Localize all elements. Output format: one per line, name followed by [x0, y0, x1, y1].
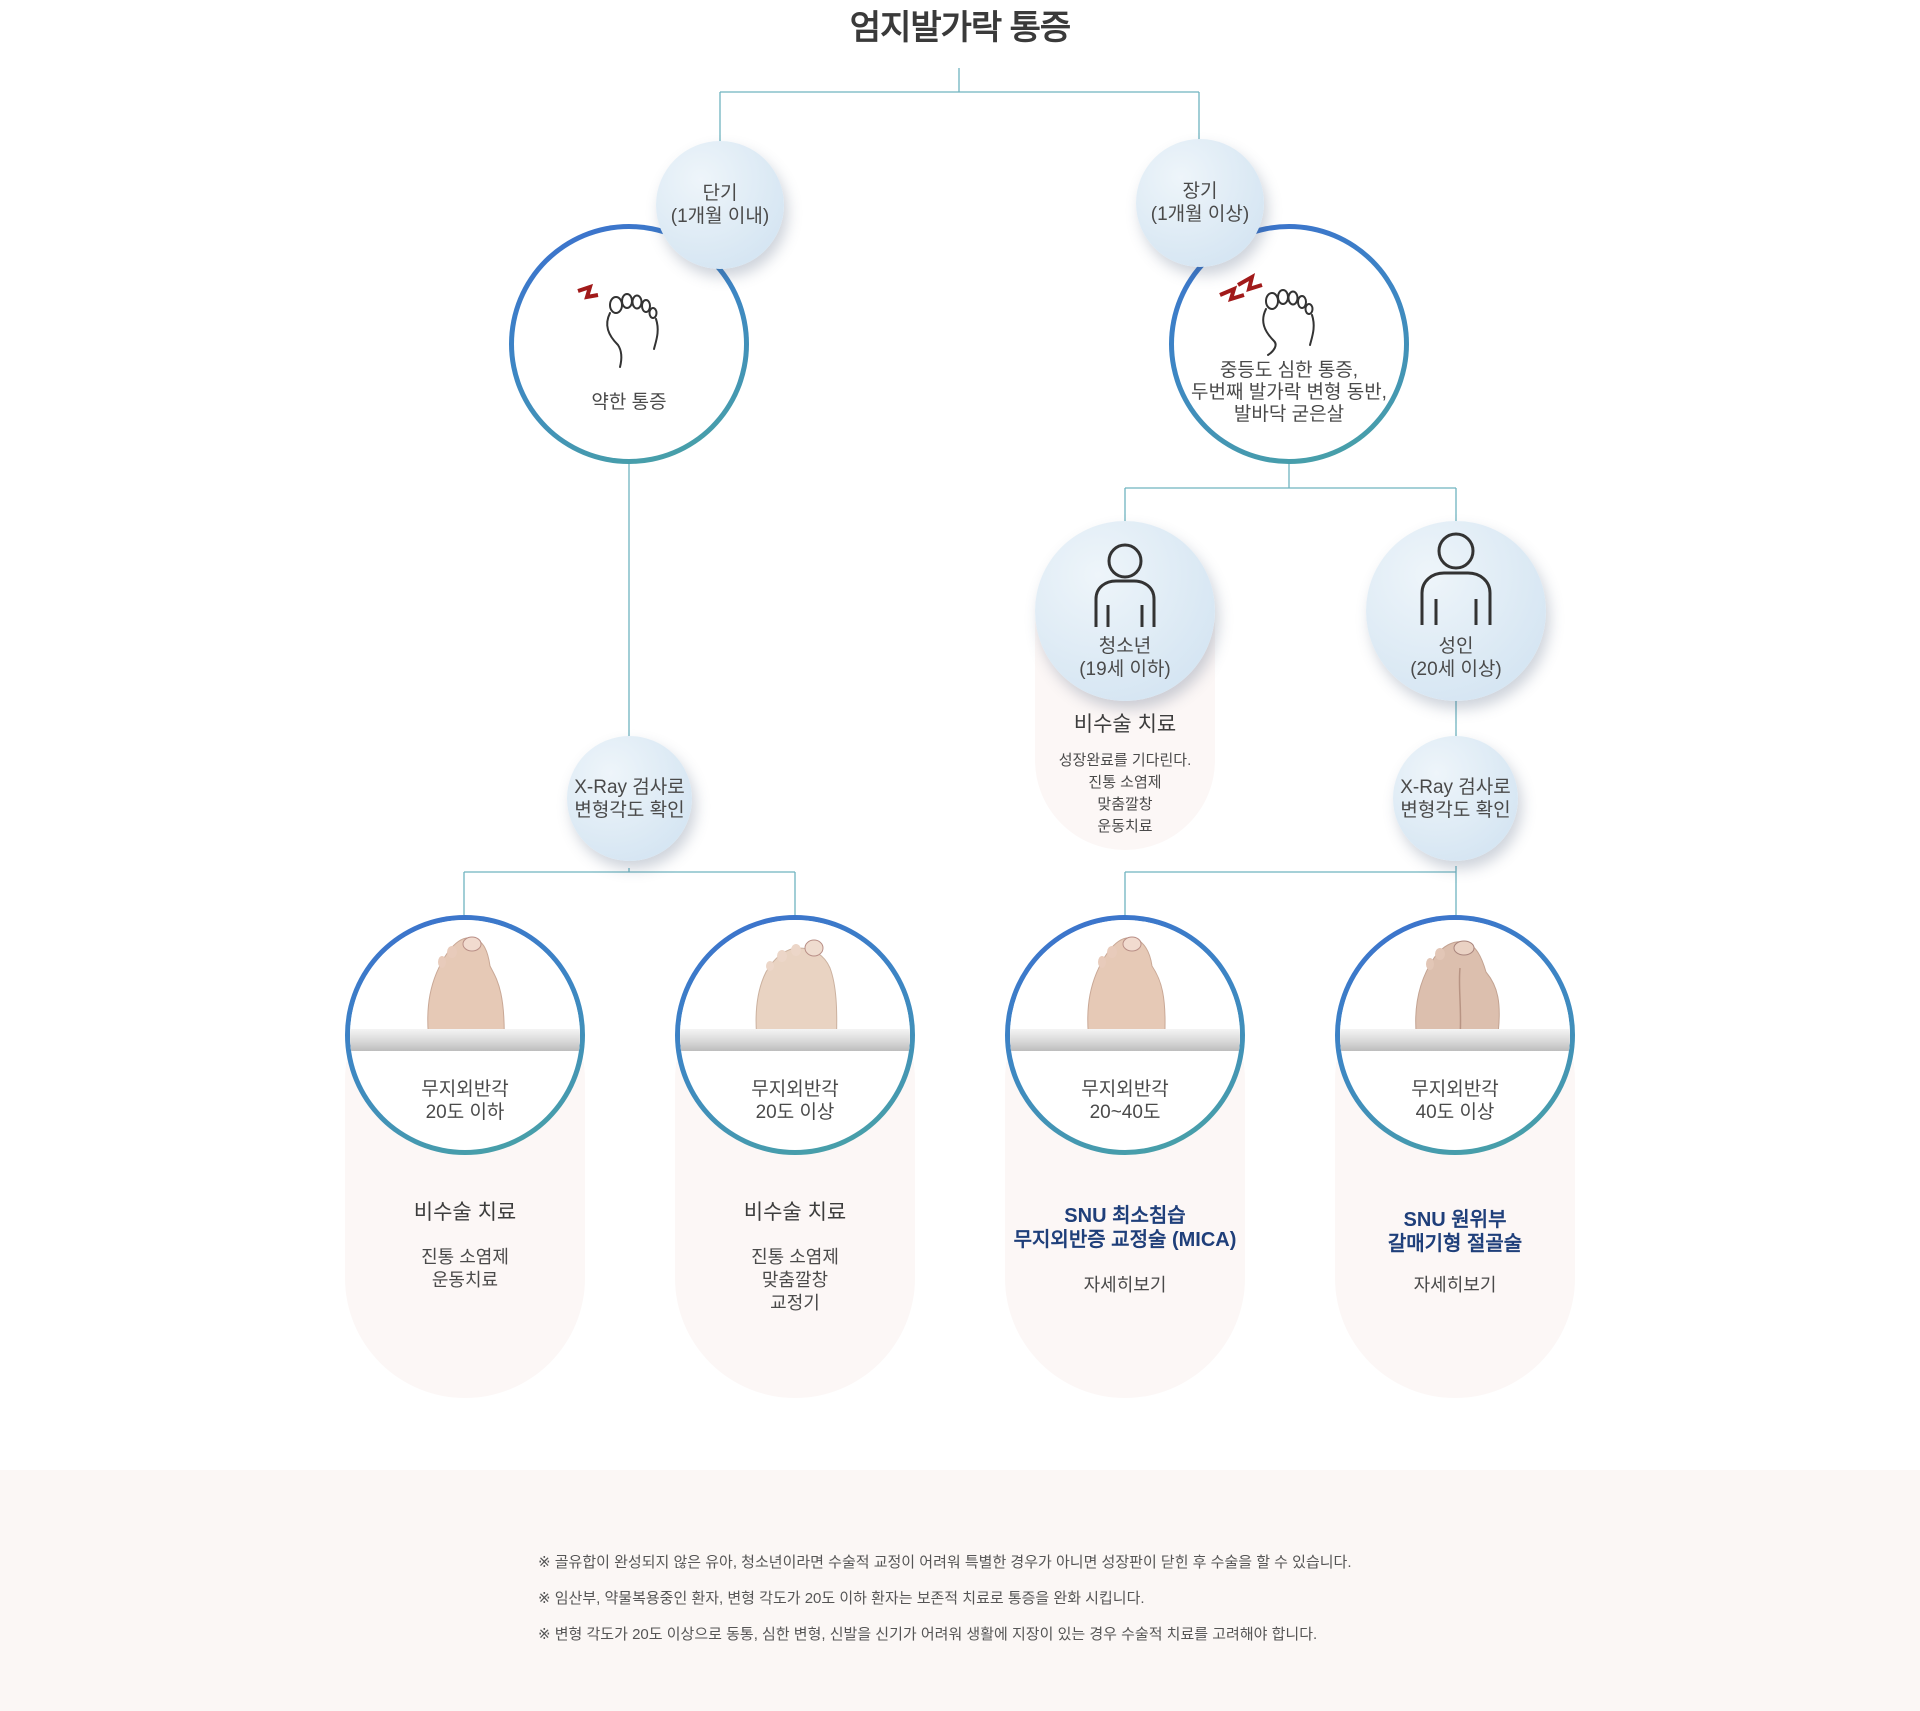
teen-age: (19세 이하)	[1079, 659, 1171, 680]
card-4-treatment-title-2: 갈매기형 절골술	[1387, 1233, 1523, 1255]
foot-photo-2	[680, 920, 910, 1052]
card-1-angle-label: 무지외반각	[421, 1079, 509, 1100]
adult-age: (20세 이상)	[1410, 659, 1502, 680]
foot-image	[755, 939, 838, 1048]
teen-label: 청소년	[1098, 636, 1152, 657]
foot-pain-icon	[1219, 272, 1315, 356]
card-3-treatment-title-2: 무지외반증 교정술 (MICA)	[1013, 1229, 1237, 1251]
xray-right-line1: X-Ray 검사로	[1400, 776, 1511, 798]
card-2-angle-value: 20도 이상	[755, 1102, 835, 1123]
card-1-desc-1: 진통 소염제	[421, 1247, 509, 1267]
teen-bubble: 청소년 (19세 이하)	[1035, 521, 1215, 701]
foot-image	[1087, 936, 1166, 1048]
long-term-period: (1개월 이상)	[1150, 204, 1250, 225]
adult-bubble: 성인 (20세 이상)	[1366, 521, 1546, 701]
card-2-desc-3: 교정기	[770, 1293, 820, 1313]
foot-photo-3	[1010, 920, 1240, 1052]
card-2-desc-1: 진통 소염제	[751, 1247, 839, 1267]
foot-image	[427, 936, 505, 1048]
card-1-angle-value: 20도 이하	[425, 1102, 505, 1123]
page-title: 엄지발가락 통증	[849, 9, 1071, 47]
notes-section: ※ 골유합이 완성되지 않은 유아, 청소년이라면 수술적 교정이 어려워 특별…	[0, 1470, 1920, 1711]
teen-desc-1: 성장완료를 기다린다.	[1058, 752, 1192, 769]
teen-desc-4: 운동치료	[1097, 818, 1153, 835]
person-icon	[1094, 543, 1156, 627]
short-term-period: (1개월 이내)	[670, 206, 770, 227]
short-term-bubble: 단기 (1개월 이내)	[656, 141, 784, 269]
card-4-angle-value: 40도 이상	[1415, 1102, 1495, 1123]
card-4-circle: 무지외반각 40도 이상	[1335, 915, 1575, 1155]
xray-right-bubble: X-Ray 검사로 변형각도 확인	[1393, 736, 1518, 861]
note-1: ※ 골유합이 완성되지 않은 유아, 청소년이라면 수술적 교정이 어려워 특별…	[538, 1554, 1352, 1571]
person-icon	[1420, 532, 1492, 625]
severe-pain-line3: 발바닥 굳은살	[1233, 404, 1345, 425]
xray-left-line2: 변형각도 확인	[574, 799, 685, 821]
severe-pain-line2: 두번째 발가락 변형 동반,	[1191, 382, 1387, 403]
card-1-circle: 무지외반각 20도 이하	[345, 915, 585, 1155]
note-2: ※ 임산부, 약물복용중인 환자, 변형 각도가 20도 이하 환자는 보존적 …	[538, 1590, 1145, 1607]
teen-treatment: 비수술 치료 성장완료를 기다린다. 진통 소염제 맞춤깔창 운동치료	[1035, 712, 1215, 852]
severe-pain-line1: 중등도 심한 통증,	[1219, 360, 1359, 381]
card-2-circle: 무지외반각 20도 이상	[675, 915, 915, 1155]
card-3-detail-link[interactable]: 자세히보기	[1083, 1275, 1167, 1295]
card-4-detail-link[interactable]: 자세히보기	[1413, 1275, 1497, 1295]
foot-image	[1415, 940, 1500, 1048]
short-term-label: 단기	[702, 183, 738, 204]
card-4-angle-label: 무지외반각	[1411, 1079, 1499, 1100]
foot-pain-icon	[577, 283, 659, 368]
card-3-treatment-title-1: SNU 최소침습	[1064, 1205, 1186, 1227]
card-2-desc-2: 맞춤깔창	[761, 1270, 829, 1290]
card-4-treatment-title-1: SNU 원위부	[1403, 1209, 1507, 1231]
xray-left-line1: X-Ray 검사로	[574, 776, 685, 798]
card-2-treatment: 비수술 치료 진통 소염제 맞춤깔창 교정기	[675, 1200, 915, 1340]
card-4-treatment: SNU 원위부 갈매기형 절골술 자세히보기	[1335, 1208, 1575, 1338]
card-3-angle-label: 무지외반각	[1081, 1079, 1169, 1100]
mild-pain-label: 약한 통증	[591, 392, 667, 413]
teen-desc-2: 진통 소염제	[1088, 774, 1162, 791]
card-1-treatment: 비수술 치료 진통 소염제 운동치료	[345, 1200, 585, 1330]
note-3: ※ 변형 각도가 20도 이상으로 동통, 심한 변형, 신발을 신기가 어려워…	[538, 1626, 1318, 1643]
teen-desc-3: 맞춤깔창	[1097, 796, 1153, 813]
xray-right-line2: 변형각도 확인	[1400, 799, 1511, 821]
card-3-circle: 무지외반각 20~40도	[1005, 915, 1245, 1155]
teen-treatment-title: 비수술 치료	[1073, 713, 1177, 736]
card-2-treatment-title: 비수술 치료	[743, 1201, 847, 1224]
long-term-bubble: 장기 (1개월 이상)	[1136, 139, 1264, 267]
foot-photo-1	[350, 920, 580, 1052]
adult-label: 성인	[1438, 636, 1474, 657]
card-3-treatment: SNU 최소침습 무지외반증 교정술 (MICA) 자세히보기	[1005, 1204, 1245, 1334]
card-1-treatment-title: 비수술 치료	[413, 1201, 517, 1224]
card-2-angle-label: 무지외반각	[751, 1079, 839, 1100]
long-term-label: 장기	[1182, 181, 1218, 202]
xray-left-bubble: X-Ray 검사로 변형각도 확인	[567, 736, 692, 861]
card-3-angle-value: 20~40도	[1089, 1102, 1161, 1123]
card-1-desc-2: 운동치료	[431, 1270, 499, 1290]
foot-photo-4	[1340, 920, 1570, 1052]
